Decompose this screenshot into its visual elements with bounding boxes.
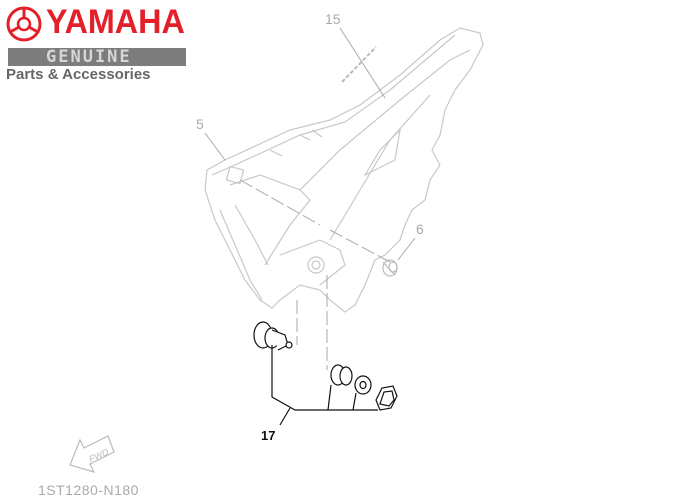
callout-17[interactable]: 17 (261, 428, 276, 443)
diagram-code: 1ST1280-N180 (38, 482, 139, 498)
fwd-label: FWD (87, 446, 110, 464)
callout-15[interactable]: 15 (325, 11, 341, 27)
brand-name: YAMAHA (46, 3, 185, 41)
switch-assembly-part (253, 321, 398, 411)
genuine-text: GENUINE (46, 47, 132, 67)
tagline: Parts & Accessories (6, 66, 151, 83)
decal-part (341, 46, 377, 83)
forward-arrow-icon: FWD (69, 435, 115, 473)
leader-lines (204, 27, 416, 370)
genuine-banner: GENUINE (8, 48, 186, 66)
callout-6[interactable]: 6 (416, 221, 424, 237)
yamaha-genuine-logo: YAMAHA GENUINE Parts & Accessories (6, 3, 188, 83)
tuning-fork-emblem-icon (6, 6, 42, 42)
part-17-bracket-lines (271, 345, 378, 426)
side-cover-part (204, 27, 484, 313)
grommet-part (382, 259, 398, 277)
callout-5[interactable]: 5 (196, 116, 204, 132)
